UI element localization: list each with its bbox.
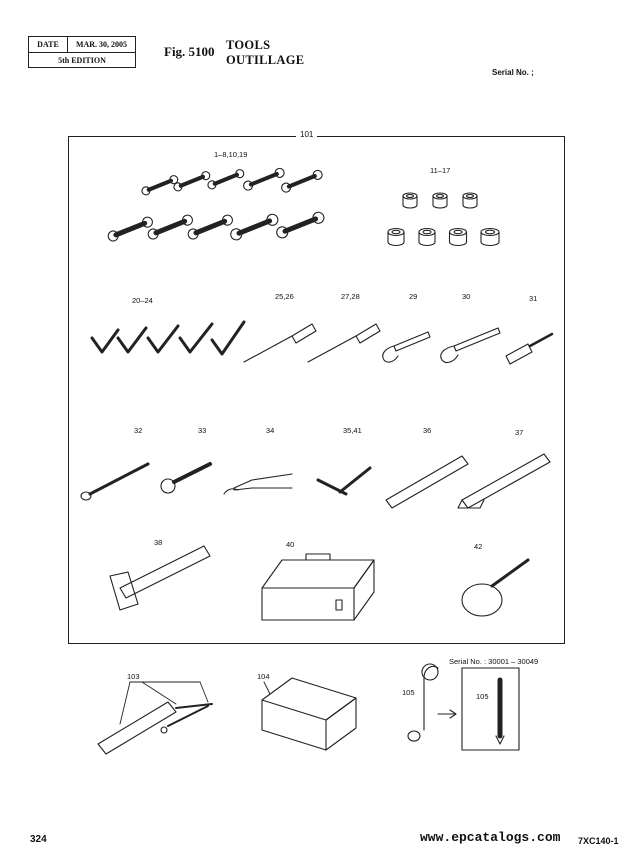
callout-wrenches: 1–8,10,19 xyxy=(214,150,248,159)
tube-end-tool-illustration xyxy=(457,453,551,509)
callout-wrench-29: 29 xyxy=(409,292,418,301)
callout-105: 105 xyxy=(402,688,415,697)
hose-adapter-illustration xyxy=(407,663,439,742)
socket-set-illustration xyxy=(387,192,500,247)
callout-34: 34 xyxy=(266,426,275,435)
callout-33: 33 xyxy=(198,426,207,435)
figure-number: Fig. 5100 xyxy=(164,44,215,59)
filter-wrench-illustration xyxy=(461,558,530,617)
callout-101: 101 xyxy=(296,130,318,139)
page-title-english: TOOLS xyxy=(226,38,271,52)
screwdriver-plus-illustration xyxy=(243,323,317,363)
callout-32: 32 xyxy=(134,426,143,435)
callout-35-41: 35,41 xyxy=(343,426,362,435)
leader-lines xyxy=(119,681,271,725)
callout-sockets: 11–17 xyxy=(430,166,451,175)
callout-screwdriver-plus: 25,26 xyxy=(275,292,294,301)
tool-box-illustration xyxy=(261,553,375,621)
adapter-detail-box xyxy=(461,667,520,751)
adjustable-wrench-large-illustration xyxy=(440,327,501,364)
callout-105-detail: 105 xyxy=(476,692,489,701)
screwdriver-minus-illustration xyxy=(307,323,381,363)
edition-table: DATE MAR. 30, 2005 5th EDITION xyxy=(28,36,136,68)
extension-bar-illustration xyxy=(505,332,554,365)
pliers-illustration xyxy=(223,473,293,495)
date-label: DATE xyxy=(29,37,68,52)
edition-label: 5th EDITION xyxy=(58,56,106,65)
serial-range-label: Serial No. : 30001 – 30049 xyxy=(449,657,539,666)
page-number: 324 xyxy=(30,834,47,845)
bar-tube-illustration xyxy=(385,455,469,509)
hex-key-set-illustration xyxy=(90,320,246,356)
arrow-icon xyxy=(437,709,457,719)
adjustable-wrench-small-illustration xyxy=(382,331,431,363)
callout-38: 38 xyxy=(154,538,163,547)
callout-screwdriver-minus: 27,28 xyxy=(341,292,360,301)
callout-36: 36 xyxy=(423,426,432,435)
page-title-french: OUTILLAGE xyxy=(226,53,305,67)
date-value: MAR. 30, 2005 xyxy=(75,40,128,49)
wrench-set-illustration xyxy=(107,167,325,242)
figure-code: 7XC140-1 xyxy=(578,836,619,846)
callout-hex-keys: 20–24 xyxy=(132,296,153,305)
long-extension-illustration xyxy=(80,462,150,501)
callout-103: 103 xyxy=(127,672,140,681)
website-watermark: www.epcatalogs.com xyxy=(420,830,561,845)
parts-box-illustration xyxy=(261,677,357,751)
callout-wrench-30: 30 xyxy=(462,292,471,301)
grease-gun-illustration xyxy=(97,701,213,755)
callout-42: 42 xyxy=(474,542,483,551)
callout-37: 37 xyxy=(515,428,524,437)
hammer-illustration xyxy=(109,545,211,611)
serial-number-label: Serial No. ; xyxy=(492,68,534,77)
callout-extension-31: 31 xyxy=(529,294,538,303)
t-handle-wrench-illustration xyxy=(316,466,372,496)
ratchet-handle-illustration xyxy=(160,462,212,494)
callout-40: 40 xyxy=(286,540,295,549)
callout-104: 104 xyxy=(257,672,270,681)
